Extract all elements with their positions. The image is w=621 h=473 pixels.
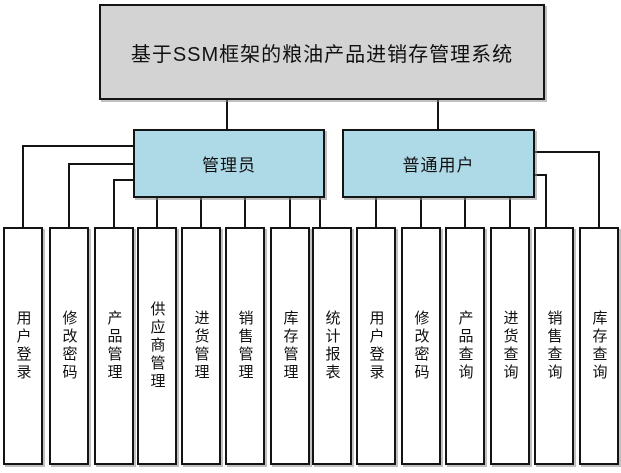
node-admin-inventory-management: 库存管理 xyxy=(270,227,310,465)
node-admin-statistics-report-label: 统计报表 xyxy=(323,310,341,382)
connector-admin-login-v xyxy=(22,145,24,227)
connector-admin-password-h xyxy=(68,163,134,165)
connector-admin-login-h xyxy=(22,145,134,147)
connector-admin-purchase xyxy=(200,198,202,227)
connector-user-sales-query-v xyxy=(545,174,547,227)
node-user-inventory-query-label: 库存查询 xyxy=(590,310,608,382)
node-user-user-login: 用户登录 xyxy=(356,227,396,465)
node-admin-user-login: 用户登录 xyxy=(3,227,43,465)
node-admin-purchase-management: 进货管理 xyxy=(181,227,221,465)
node-admin-sales-management-label: 销售管理 xyxy=(236,310,254,382)
connector-admin-statistics xyxy=(319,198,321,227)
node-user-product-query: 产品查询 xyxy=(445,227,485,465)
node-admin-sales-management: 销售管理 xyxy=(225,227,265,465)
node-user-change-password: 修改密码 xyxy=(401,227,441,465)
connector-admin-supplier xyxy=(156,198,158,227)
admin-label: 管理员 xyxy=(202,156,256,175)
node-user-sales-query: 销售查询 xyxy=(534,227,574,465)
node-admin-user-login-label: 用户登录 xyxy=(14,310,32,382)
node-user-inventory-query: 库存查询 xyxy=(579,227,619,465)
connector-user-product-query xyxy=(464,198,466,227)
node-user-purchase-query: 进货查询 xyxy=(490,227,530,465)
node-user-change-password-label: 修改密码 xyxy=(412,310,430,382)
node-admin-supplier-management-label: 供应商管理 xyxy=(148,301,166,391)
node-user-product-query-label: 产品查询 xyxy=(456,310,474,382)
connector-user-password xyxy=(420,198,422,227)
connector-user-inventory-query-v xyxy=(598,151,600,227)
connector-admin-password-v xyxy=(68,163,70,227)
connector-user-purchase-query xyxy=(509,198,511,227)
node-admin-change-password-label: 修改密码 xyxy=(60,310,78,382)
connector-user-sales-query-h xyxy=(533,174,547,176)
connector-user-inventory-query-h xyxy=(533,151,600,153)
node-admin-supplier-management: 供应商管理 xyxy=(137,227,177,465)
node-admin-product-management-label: 产品管理 xyxy=(105,310,123,382)
connector-admin-product-h xyxy=(113,179,134,181)
node-user-purchase-query-label: 进货查询 xyxy=(501,310,519,382)
connector-admin-product-v xyxy=(113,179,115,227)
node-admin-purchase-management-label: 进货管理 xyxy=(192,310,210,382)
connector-admin-inventory xyxy=(289,198,291,227)
ordinary-user-label: 普通用户 xyxy=(402,156,475,175)
node-admin-inventory-management-label: 库存管理 xyxy=(281,310,299,382)
role-node-admin: 管理员 xyxy=(133,129,325,198)
node-admin-product-management: 产品管理 xyxy=(94,227,134,465)
connector-root-to-user xyxy=(437,100,439,130)
root-node-system-title: 基于SSM框架的粮油产品进销存管理系统 xyxy=(99,4,545,100)
system-title-label: 基于SSM框架的粮油产品进销存管理系统 xyxy=(130,43,514,66)
node-user-user-login-label: 用户登录 xyxy=(367,310,385,382)
connector-admin-sales xyxy=(244,198,246,227)
node-admin-statistics-report: 统计报表 xyxy=(312,227,352,465)
connector-user-login xyxy=(375,198,377,227)
node-admin-change-password: 修改密码 xyxy=(49,227,89,465)
node-user-sales-query-label: 销售查询 xyxy=(545,310,563,382)
connector-root-to-admin xyxy=(226,100,228,130)
role-node-ordinary-user: 普通用户 xyxy=(342,129,535,198)
